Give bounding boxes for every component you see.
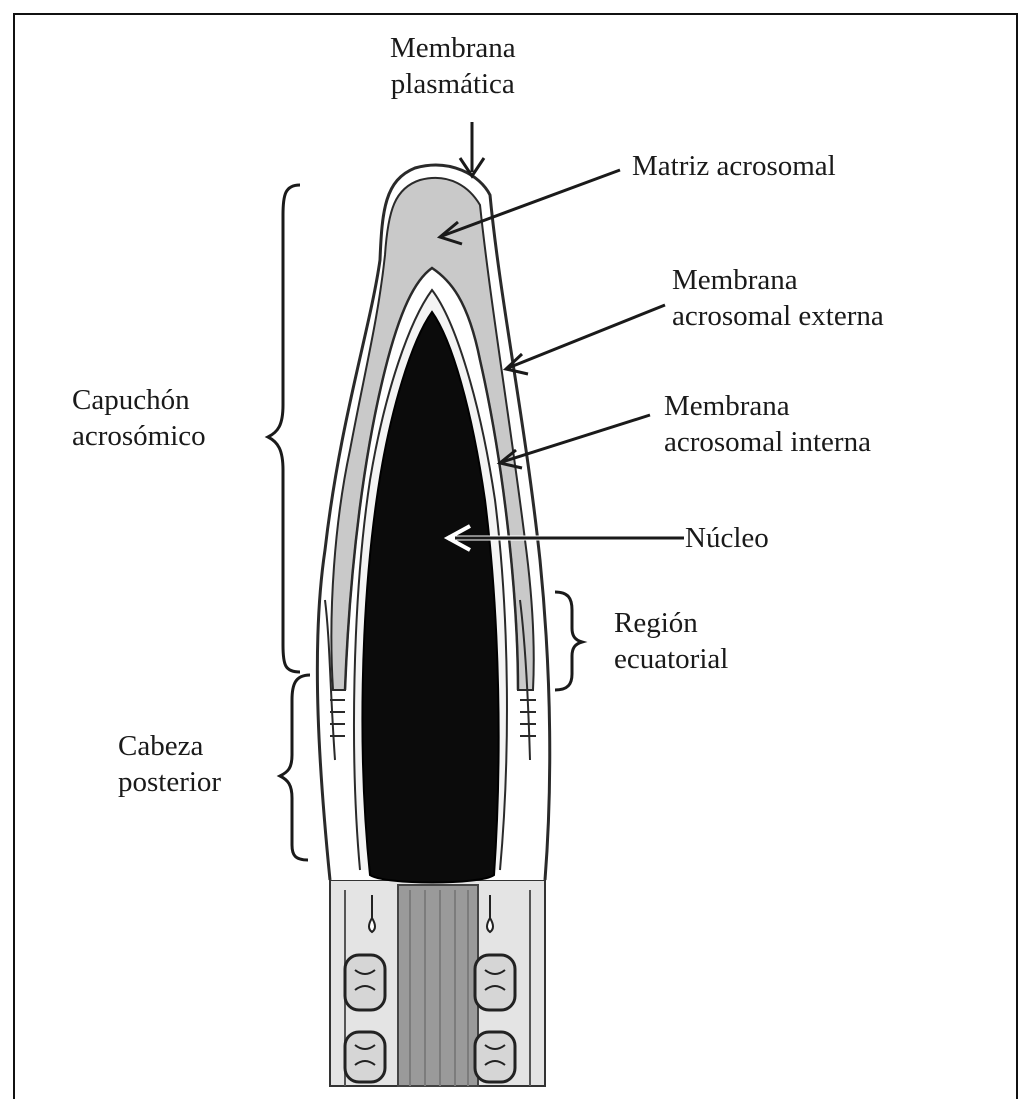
label-membrana-acrosomal-externa: Membrana acrosomal externa: [672, 262, 884, 334]
brace-region-ecuatorial: [555, 592, 582, 690]
brace-capuchon-acrosomico: [268, 185, 300, 672]
label-nucleo: Núcleo: [685, 520, 769, 556]
label-cabeza-posterior: Cabeza posterior: [118, 728, 221, 800]
label-region-ecuatorial: Región ecuatorial: [614, 605, 728, 677]
label-membrana-plasmatica: Membrana plasmática: [390, 30, 516, 102]
label-capuchon-acrosomico: Capuchón acrosómico: [72, 382, 206, 454]
brace-cabeza-posterior: [280, 675, 310, 860]
label-matriz-acrosomal: Matriz acrosomal: [632, 148, 836, 184]
arrow-membrana-acrosomal-externa: [508, 305, 665, 368]
label-membrana-acrosomal-interna: Membrana acrosomal interna: [664, 388, 871, 460]
midpiece: [330, 880, 545, 1086]
